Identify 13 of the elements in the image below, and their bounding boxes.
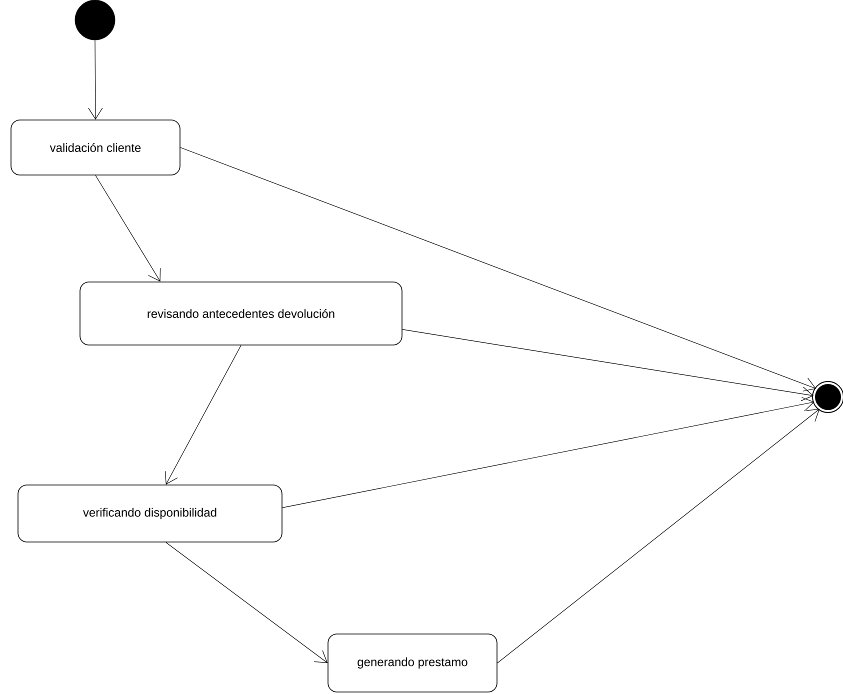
state-box: generando prestamo [328,634,498,692]
final-state-dot [812,381,843,413]
state-box: revisando antecedentes devolución [80,282,402,346]
arrow [497,408,820,664]
arrow [282,397,814,508]
arrow [402,329,814,402]
arrow [180,147,816,392]
state-box: validación cliente [10,120,180,176]
state-box: verificando disponibilidad [18,484,282,542]
arrow [164,345,242,485]
arrow [166,542,328,663]
arrow [88,40,103,120]
arrow [95,175,161,282]
